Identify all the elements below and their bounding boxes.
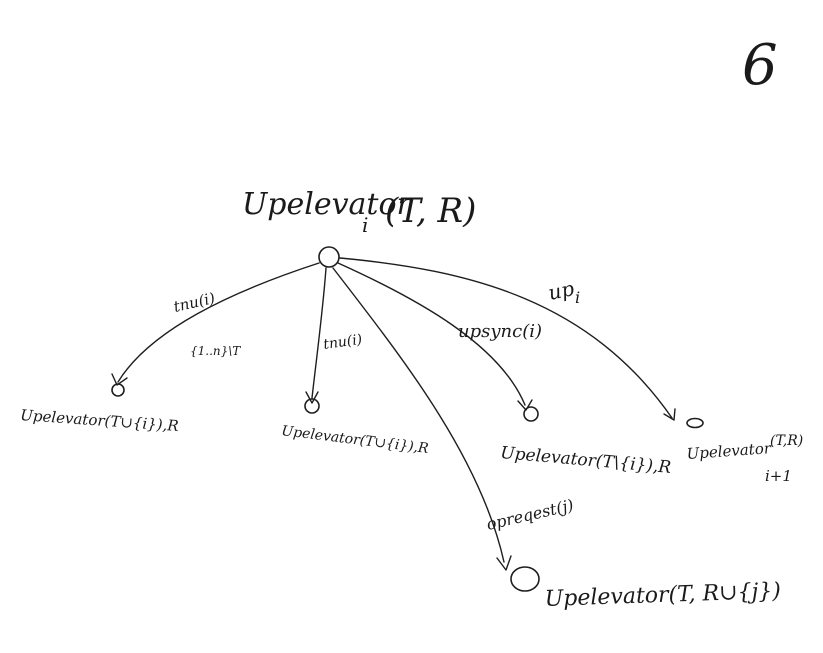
target-node-3 [510,566,540,592]
edge-label-tnu-middle: tnu(i) [322,332,363,353]
root-name: Upelevator [242,187,413,222]
target-label-5-name: Upelevator [686,439,772,463]
root-label: Upelevator i (T, R) [242,187,476,237]
target-node-2 [304,398,320,414]
edge-opreqest [332,267,505,563]
target-label-1: Upelevator(T∪{i}),R [20,406,180,435]
root-args: (T, R) [385,191,476,231]
target-node-4 [523,406,539,422]
arrowhead-middle [305,391,319,404]
edge-label-tnu-left: tnu(i) [172,289,217,316]
edge-upsync [337,262,526,406]
target-label-5-subscript: i+1 [765,467,792,485]
arrowhead-left [111,373,128,386]
edge-label-upsync: upsync(i) [458,321,542,342]
root-state-node [318,246,340,268]
target-label-5-args: (T,R) [770,433,803,449]
edge-label-up-name: up [546,276,576,305]
target-label-4: Upelevator(T\{i}),R [500,443,673,478]
edge-sublabel-tnu-left: {1..n}\T [190,344,241,358]
edge-label-up-subscript: i [575,288,580,307]
target-label-5: Upelevator (T,R) i+1 [686,433,803,485]
edge-label-opreqest: opreqest(j) [485,495,576,533]
edge-label-up: up i [546,276,580,307]
target-label-3: Upelevator(T, R∪{j}) [544,579,781,612]
target-node-1 [111,383,125,397]
page-number: 6 [742,33,778,98]
target-node-5 [686,417,704,429]
arrowhead-opreqest [496,555,512,571]
edge-tnu-middle [311,267,327,399]
edge-tnu-left [117,262,320,383]
root-subscript: i [362,213,368,237]
target-label-2: Upelevator(T∪{i}),R [281,423,430,457]
arrowhead-up [663,408,676,421]
edge-up [339,257,673,419]
